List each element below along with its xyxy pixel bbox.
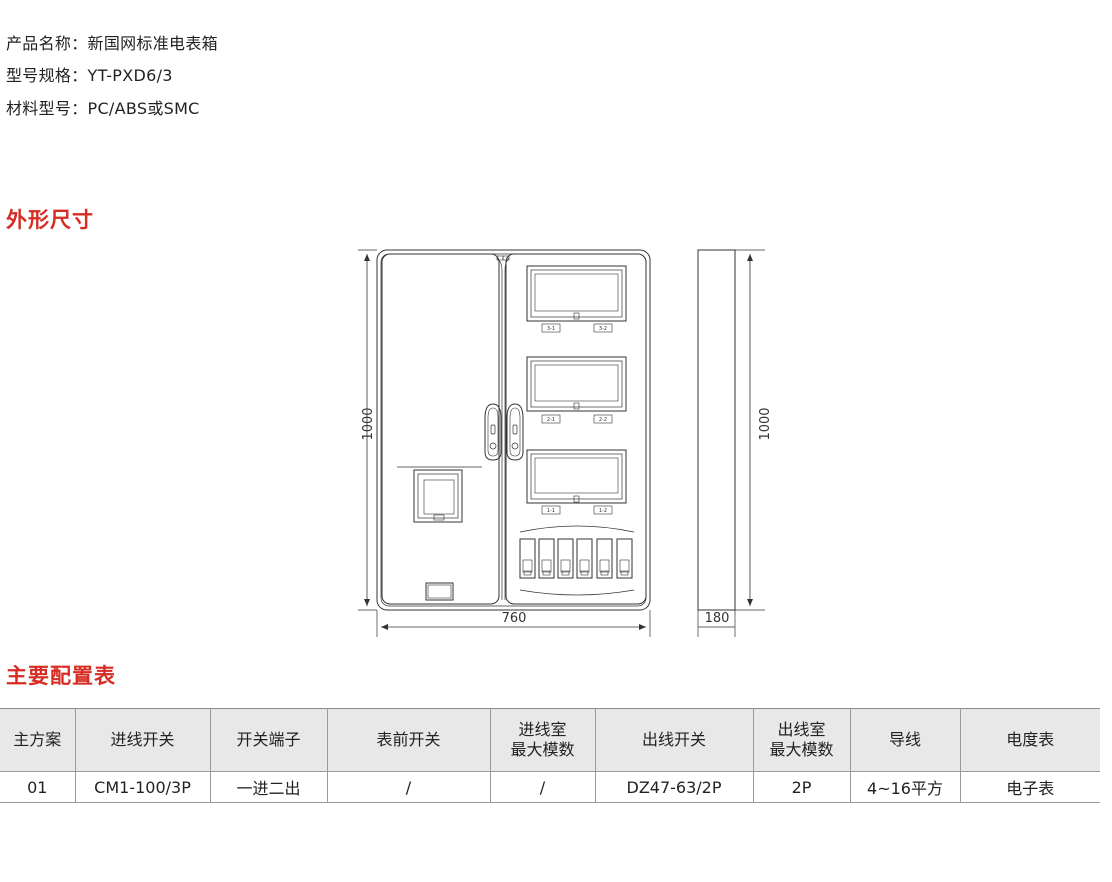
spec-value: YT-PXD6/3 xyxy=(87,66,173,85)
dimension-drawing: 1000 1000 760 180 3-1 3-2 2-1 2-2 1-1 1-… xyxy=(358,249,773,637)
header-outgoing-switch: 出线开关 xyxy=(594,708,754,772)
spec-value: 新国网标准电表箱 xyxy=(87,34,218,53)
breaker-row xyxy=(519,538,633,579)
spec-model: 型号规格：YT-PXD6/3 xyxy=(6,62,173,86)
right-door xyxy=(505,253,647,605)
spec-label: 产品名称： xyxy=(6,34,88,53)
spec-label: 材料型号： xyxy=(6,99,88,118)
cell-meter: 电子表 xyxy=(959,771,1100,803)
side-view xyxy=(697,249,736,611)
cell-incoming-max-modules: / xyxy=(489,771,596,803)
vent-slot xyxy=(425,582,454,601)
spec-label: 型号规格： xyxy=(6,66,88,85)
width-label: 760 xyxy=(502,611,527,626)
meter-window-3 xyxy=(526,265,627,322)
right-handle xyxy=(506,403,524,461)
meter-label: 1-1 xyxy=(547,508,555,514)
cell-switch-terminal: 一进二出 xyxy=(209,771,328,803)
header-switch-terminal: 开关端子 xyxy=(209,708,328,772)
cell-plan: 01 xyxy=(0,771,76,803)
header-pre-meter-switch: 表前开关 xyxy=(326,708,491,772)
cell-wire: 4~16平方 xyxy=(849,771,961,803)
height-label-right: 1000 xyxy=(758,407,773,440)
header-incoming-switch: 进线开关 xyxy=(74,708,211,772)
inspection-window xyxy=(413,469,463,523)
depth-label: 180 xyxy=(705,611,730,626)
config-section-title: 主要配置表 xyxy=(6,664,116,688)
height-label-left: 1000 xyxy=(361,407,376,440)
meter-label: 1-2 xyxy=(599,508,607,514)
meter-label: 3-2 xyxy=(599,326,607,332)
header-meter: 电度表 xyxy=(959,708,1100,772)
table-row: 01 CM1-100/3P 一进二出 / / DZ47-63/2P 2P 4~1… xyxy=(0,771,1100,803)
cell-outgoing-max-modules: 2P xyxy=(752,771,851,803)
spec-product-name: 产品名称：新国网标准电表箱 xyxy=(6,30,218,54)
cell-pre-meter-switch: / xyxy=(326,771,491,803)
table-header-row: 主方案 进线开关 开关端子 表前开关 进线室 最大模数 出线开关 出线室 最大模… xyxy=(0,708,1100,772)
left-handle xyxy=(484,403,502,461)
header-wire: 导线 xyxy=(849,708,961,772)
dimensions-section-title: 外形尺寸 xyxy=(6,208,94,232)
meter-label: 2-2 xyxy=(599,417,607,423)
spec-material: 材料型号：PC/ABS或SMC xyxy=(6,95,200,119)
front-view-frame xyxy=(376,249,651,611)
header-outgoing-max-modules: 出线室 最大模数 xyxy=(752,708,851,772)
cell-outgoing-switch: DZ47-63/2P xyxy=(594,771,754,803)
config-table: 主方案 进线开关 开关端子 表前开关 进线室 最大模数 出线开关 出线室 最大模… xyxy=(0,708,1100,803)
meter-window-2 xyxy=(526,356,627,412)
left-door xyxy=(381,253,500,605)
meter-label: 2-1 xyxy=(547,417,555,423)
spec-value: PC/ABS或SMC xyxy=(87,99,200,118)
meter-window-1 xyxy=(526,449,627,504)
cell-incoming-switch: CM1-100/3P xyxy=(74,771,211,803)
header-plan: 主方案 xyxy=(0,708,76,772)
header-incoming-max-modules: 进线室 最大模数 xyxy=(489,708,596,772)
meter-label: 3-1 xyxy=(547,326,555,332)
